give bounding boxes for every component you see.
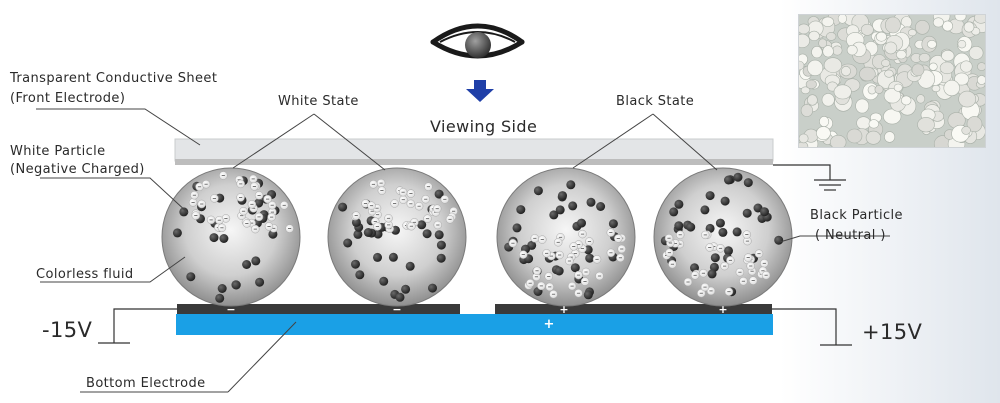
black-particle (718, 227, 728, 237)
capsule-black-2 (653, 167, 793, 307)
black-particle (554, 266, 564, 276)
white-state-label: White State (278, 94, 359, 109)
black-particle (215, 293, 225, 303)
black-particle (422, 229, 432, 239)
black-particle (585, 253, 595, 263)
black-particle (428, 283, 437, 293)
minus-voltage-label: -15V (42, 318, 93, 342)
black-particle (743, 178, 753, 188)
black-particle (724, 246, 733, 256)
black-particle (705, 191, 715, 201)
black-particle (363, 228, 373, 237)
black-particle (774, 235, 784, 245)
black-particle (436, 240, 446, 250)
black-particle (707, 269, 717, 279)
black-particle (516, 205, 526, 215)
black-particle-label: Black Particle (810, 208, 903, 223)
black-particle (596, 202, 606, 211)
particles-layer (172, 171, 784, 303)
black-particle (388, 252, 398, 262)
black-particle (401, 284, 411, 294)
black-particle (373, 252, 382, 262)
black-particle (338, 202, 348, 212)
black-particle (251, 256, 261, 266)
down-arrow-icon (466, 80, 494, 102)
black-particle (217, 284, 227, 293)
leader-lines (36, 108, 890, 393)
eye-icon (430, 23, 525, 59)
black-particle (242, 260, 252, 269)
black-particle (343, 238, 353, 248)
black-particle (558, 191, 567, 201)
black-particle (583, 290, 593, 300)
black-particle (674, 199, 684, 209)
left-electrode-sign-1: − (226, 303, 235, 316)
negative-charged-label: (Negative Charged) (10, 162, 145, 177)
white-particle-label: White Particle (10, 144, 106, 159)
black-particle (608, 219, 618, 229)
black-particle (405, 261, 415, 271)
black-state-label: Black State (616, 94, 695, 109)
black-particle (219, 234, 229, 243)
black-particle (570, 263, 580, 273)
capsule-white-1 (161, 167, 301, 307)
black-particle (179, 207, 189, 217)
left-pixel-electrode (177, 304, 460, 314)
black-particle (586, 197, 596, 207)
black-particle (512, 223, 522, 233)
colorless-fluid-label: Colorless fluid (36, 267, 134, 282)
right-pixel-electrode (495, 304, 772, 314)
left-electrode-sign-2: − (392, 303, 401, 316)
black-particle (733, 172, 743, 182)
black-particle (760, 207, 769, 217)
black-particle (549, 210, 559, 220)
black-particle (353, 229, 363, 239)
capsule-micrograph-image (798, 14, 986, 148)
black-particle (379, 276, 389, 286)
black-particle (355, 270, 365, 280)
black-particle (186, 272, 196, 282)
black-particle (209, 233, 219, 243)
black-particle (710, 253, 720, 263)
bottom-electrode-sign: + (544, 317, 555, 332)
front-electrode-label: (Front Electrode) (10, 91, 126, 106)
neutral-label: ( Neutral ) (815, 228, 886, 243)
black-particle (395, 292, 405, 302)
black-particle (686, 222, 696, 232)
black-particle (566, 180, 576, 190)
transparent-sheet-label: Transparent Conductive Sheet (10, 71, 218, 86)
right-electrode-sign-2: + (718, 303, 727, 316)
bottom-electrode (176, 314, 773, 335)
black-particle (434, 230, 444, 240)
right-electrode-sign-1: + (559, 303, 568, 316)
black-particle (720, 196, 730, 206)
plus-voltage-label: +15V (862, 320, 923, 344)
black-particle (568, 201, 578, 211)
black-particle (434, 189, 444, 199)
black-particle (172, 228, 182, 238)
black-particle (715, 218, 725, 228)
black-particle (255, 277, 265, 287)
black-particle (417, 220, 427, 230)
black-particle (533, 186, 543, 196)
ground-icon (773, 164, 846, 191)
black-particle (742, 208, 752, 218)
black-particle (577, 218, 586, 228)
black-particle (231, 280, 241, 290)
black-particle (555, 205, 565, 215)
black-particle (669, 207, 679, 217)
viewing-side-label: Viewing Side (430, 117, 538, 136)
black-particle (724, 175, 733, 185)
black-particle (674, 221, 684, 231)
front-electrode-sheet (174, 138, 774, 162)
black-particle (436, 253, 446, 263)
black-particle (700, 205, 710, 215)
black-particle (732, 227, 742, 237)
black-particle (351, 259, 360, 269)
bottom-electrode-label: Bottom Electrode (86, 376, 206, 391)
